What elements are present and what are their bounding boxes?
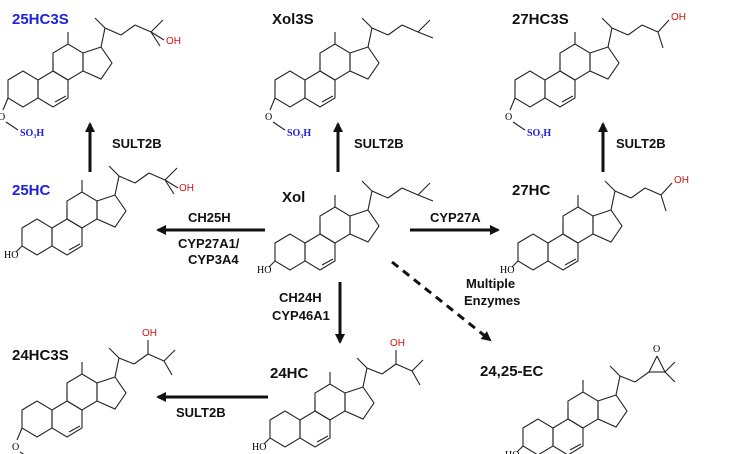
hydroxyl-label: HO bbox=[257, 265, 271, 276]
sulfate-label: SO₃H bbox=[287, 128, 311, 139]
enzyme-label-sult2b: SULT2B bbox=[176, 405, 226, 420]
enzyme-label-sult2b: SULT2B bbox=[112, 136, 162, 151]
hydroxyl-label: OH bbox=[390, 338, 405, 349]
enzyme-label-cyp3a4: CYP3A4 bbox=[188, 252, 239, 267]
structure-27hc3s: OH O SO₃H bbox=[505, 12, 686, 139]
hydroxyl-label: OH bbox=[179, 183, 194, 194]
enzyme-label-sult2b: SULT2B bbox=[616, 136, 666, 151]
enzyme-label-cyp46a1: CYP46A1 bbox=[272, 308, 330, 323]
hydroxyl-label: HO bbox=[252, 442, 266, 453]
structure-24hc: OH HO bbox=[252, 338, 424, 453]
enzyme-label-sult2b: SULT2B bbox=[354, 136, 404, 151]
oxygen-label: O bbox=[0, 112, 5, 123]
oxygen-label: O bbox=[505, 112, 512, 123]
enzyme-label-cyp27a: CYP27A bbox=[430, 210, 481, 225]
structure-24hc3s: OH O SO₃H bbox=[12, 328, 176, 454]
compound-label-27hc: 27HC bbox=[512, 182, 551, 199]
compound-label-xol: Xol bbox=[282, 189, 305, 206]
oxygen-label: O bbox=[12, 442, 19, 453]
structure-25hc3s: OH O SO₃H bbox=[0, 17, 181, 139]
structure-xol3s: O SO₃H bbox=[265, 17, 434, 139]
enzyme-label-multiple: Multiple bbox=[466, 276, 515, 291]
structure-27hc: OH HO bbox=[500, 175, 689, 276]
hydroxyl-label: OH bbox=[671, 12, 686, 23]
structure-2425ec: O HO bbox=[505, 344, 676, 454]
sulfate-label: SO₃H bbox=[20, 128, 44, 139]
oxygen-label: O bbox=[653, 344, 660, 355]
enzyme-label-enzymes: Enzymes bbox=[464, 293, 520, 308]
enzyme-label-ch25h: CH25H bbox=[188, 210, 231, 225]
hydroxyl-label: HO bbox=[505, 450, 519, 454]
compound-label-xol3s: Xol3S bbox=[272, 11, 314, 28]
compound-label-25hc3s: 25HC3S bbox=[12, 11, 69, 28]
compound-label-25hc: 25HC bbox=[12, 182, 51, 199]
hydroxyl-label: OH bbox=[142, 328, 157, 339]
compound-label-2425ec: 24,25-EC bbox=[480, 363, 544, 380]
hydroxyl-label: HO bbox=[4, 250, 18, 261]
arrow-xol-to-2425ec bbox=[391, 260, 492, 342]
oxygen-label: O bbox=[265, 112, 272, 123]
compound-label-24hc: 24HC bbox=[270, 365, 309, 382]
compound-label-24hc3s: 24HC3S bbox=[12, 347, 69, 364]
enzyme-label-cyp27a1: CYP27A1/ bbox=[178, 236, 240, 251]
enzyme-label-ch24h: CH24H bbox=[279, 290, 322, 305]
sulfate-label: SO₃H bbox=[527, 128, 551, 139]
compound-label-27hc3s: 27HC3S bbox=[512, 11, 569, 28]
structure-25hc: OH HO bbox=[4, 165, 194, 261]
hydroxyl-label: OH bbox=[166, 36, 181, 47]
structure-xol: HO bbox=[257, 180, 434, 276]
hydroxyl-label: OH bbox=[674, 175, 689, 186]
hydroxyl-label: HO bbox=[500, 265, 514, 276]
